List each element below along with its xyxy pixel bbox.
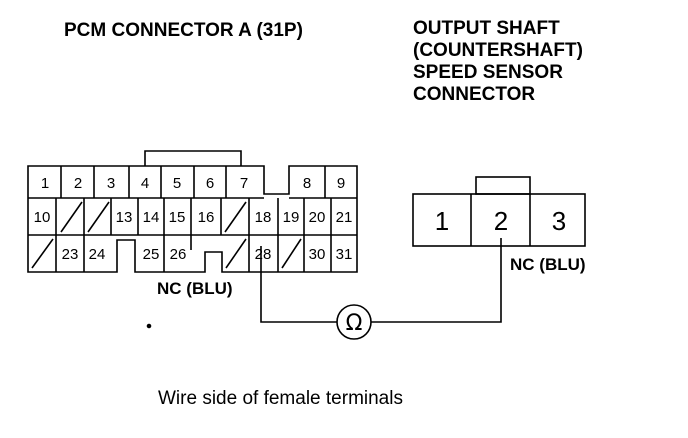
sensor-title-line1: OUTPUT SHAFT: [413, 18, 560, 39]
sensor-title-line3: SPEED SENSOR: [413, 62, 563, 83]
dot-mark: [146, 323, 152, 329]
pcm-connector-title: PCM CONNECTOR A (31P): [64, 20, 303, 41]
pcm-pin-label: 16: [198, 209, 215, 226]
empty-cavity-mark: [225, 238, 247, 269]
pcm-pin-label: 26: [170, 246, 187, 263]
empty-cavity-mark: [281, 238, 302, 269]
empty-cavity-mark: [224, 201, 247, 233]
pcm-pin-label: 7: [240, 175, 248, 192]
sensor-pin-label: 1: [435, 206, 449, 236]
pcm-pin-label: 15: [169, 209, 186, 226]
pcm-connector: 1 2 3 4 5 6 7 8 9 10 13 14 15 16 18 19 2…: [27, 150, 358, 273]
pcm-pin-label: 1: [41, 175, 49, 192]
pcm-pin-label: 2: [74, 175, 82, 192]
speed-sensor-connector: 1 2 3: [412, 176, 586, 247]
sensor-title-line4: CONNECTOR: [413, 84, 535, 105]
empty-cavity-mark: [31, 238, 54, 269]
ohmmeter-symbol: Ω: [346, 311, 363, 336]
sensor-pin-label: 2: [494, 206, 508, 236]
pcm-lock-tab: [144, 150, 242, 166]
pcm-pin-label: 6: [206, 175, 214, 192]
pcm-pin-label: 3: [107, 175, 115, 192]
pcm-pin-label: 25: [143, 246, 160, 263]
diagram-caption: Wire side of female terminals: [158, 388, 403, 409]
pcm-pin-label: 28: [255, 246, 272, 263]
pcm-pin-label: 31: [336, 246, 353, 263]
pcm-pin-label: 10: [34, 209, 51, 226]
empty-cavity-mark: [60, 201, 83, 233]
pcm-pin-label: 13: [116, 209, 133, 226]
pcm-nc-label: NC (BLU): [157, 279, 233, 298]
pcm-pin-label: 30: [309, 246, 326, 263]
pcm-pin-label: 9: [337, 175, 345, 192]
pcm-pin-label: 5: [173, 175, 181, 192]
pcm-pin-label: 24: [89, 246, 106, 263]
pcm-pin-label: 20: [309, 209, 326, 226]
sensor-pin-label: 3: [552, 206, 566, 236]
pcm-pin-label: 21: [336, 209, 353, 226]
pcm-pin-label: 23: [62, 246, 79, 263]
sensor-nc-label: NC (BLU): [510, 255, 586, 274]
test-lead-right: [371, 238, 502, 323]
pcm-pin-label: 8: [303, 175, 311, 192]
pcm-pin-label: 18: [255, 209, 272, 226]
test-lead-left: [260, 246, 337, 323]
pcm-connector-outline: [27, 165, 358, 273]
ohmmeter-circuit: Ω: [260, 238, 502, 340]
pcm-pin-label: 4: [141, 175, 149, 192]
pcm-pin-label: 14: [143, 209, 160, 226]
sensor-lock-tab: [475, 176, 531, 195]
empty-cavity-mark: [87, 201, 110, 233]
pcm-pin-label: 19: [283, 209, 300, 226]
sensor-connector-outline: [412, 193, 586, 247]
sensor-title-line2: (COUNTERSHAFT): [413, 40, 583, 61]
